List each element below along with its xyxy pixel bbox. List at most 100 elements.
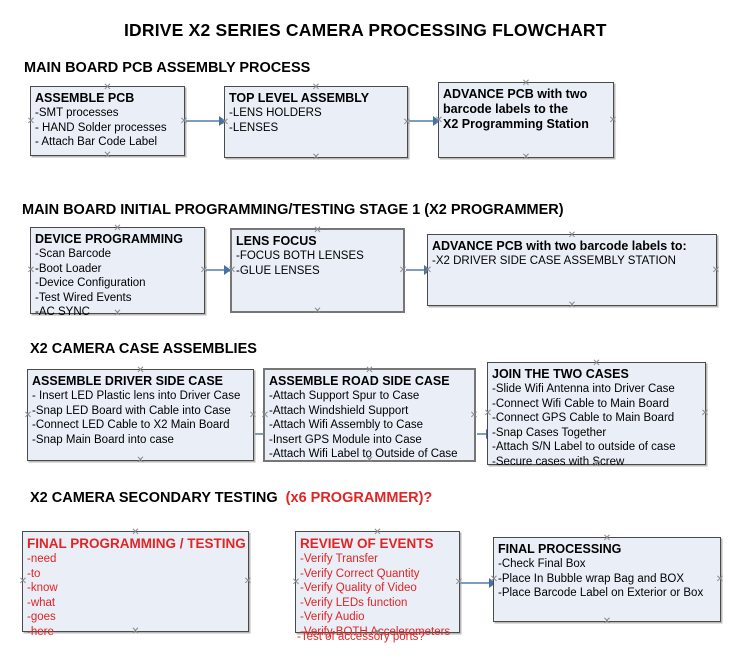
resize-handle-right[interactable]: ✕ [248, 409, 258, 421]
node-line: -Place Barcode Label on Exterior or Box [498, 587, 704, 599]
connector-arrowhead [219, 116, 226, 126]
node-final-programming-testing[interactable]: FINAL PROGRAMMING / TESTING -need -to -k… [18, 526, 252, 638]
resize-handle-right[interactable]: ✕ [199, 265, 209, 276]
resize-handle-bottom[interactable]: ✕ [592, 458, 601, 470]
node-line: -Snap Main Board into case [32, 433, 174, 446]
resize-handle-right[interactable]: ✕ [454, 576, 464, 588]
resize-handle-bottom[interactable]: ✕ [103, 149, 112, 161]
resize-handle-top[interactable]: ✕ [373, 526, 382, 538]
resize-handle-right[interactable]: ✕ [715, 574, 725, 585]
resize-handle-top[interactable]: ✕ [103, 81, 112, 93]
resize-handle-left[interactable]: ✕ [423, 264, 433, 276]
resize-handle-right[interactable]: ✕ [608, 114, 618, 126]
node-line: -Connect GPS Cable to Main Board [492, 412, 675, 424]
resize-handle-bottom[interactable]: ✕ [311, 151, 321, 163]
node-join-the-two-cases[interactable]: JOIN THE TWO CASES -Slide Wifi Antenna i… [483, 357, 709, 469]
resize-handle-left[interactable]: ✕ [26, 265, 36, 276]
resize-handle-bottom[interactable]: ✕ [131, 625, 140, 637]
resize-handle-top[interactable]: ✕ [567, 229, 577, 241]
connector-review-of-events-to-final-processing [461, 582, 493, 584]
node-line: -Device Configuration [35, 277, 146, 289]
resize-handle-right[interactable]: ✕ [402, 116, 412, 128]
node-line: -know [27, 582, 58, 594]
node-line: -X2 DRIVER SIDE CASE ASSEMBLY STATION [432, 255, 676, 267]
resize-handle-left[interactable]: ✕ [26, 115, 36, 127]
resize-handle-top[interactable]: ✕ [521, 77, 531, 89]
resize-handle-right[interactable]: ✕ [711, 264, 721, 276]
node-line: -Insert GPS Module into Case [269, 433, 422, 446]
node-title: REVIEW OF EVENTS [300, 536, 434, 551]
node-body: ASSEMBLE ROAD SIDE CASE -Attach Support … [269, 374, 472, 462]
resize-handle-bottom[interactable]: ✕ [136, 454, 145, 466]
resize-handle-top[interactable]: ✕ [131, 526, 140, 538]
resize-handle-bottom[interactable]: ✕ [602, 615, 612, 627]
resize-handle-left[interactable]: ✕ [23, 409, 33, 421]
node-body: ASSEMBLE DRIVER SIDE CASE - Insert LED P… [32, 374, 251, 447]
resize-handle-bottom[interactable]: ✕ [313, 305, 322, 317]
connector-arrowhead [489, 578, 496, 588]
node-line: -Verify BOTH Accelerometers [300, 625, 451, 638]
resize-handle-bottom[interactable]: ✕ [113, 307, 122, 319]
resize-handle-right[interactable]: ✕ [243, 576, 253, 587]
resize-handle-right[interactable]: ✕ [469, 409, 479, 421]
connector-arrowhead [433, 116, 440, 126]
resize-handle-right[interactable]: ✕ [398, 265, 408, 276]
node-line: -SMT processes [35, 107, 119, 119]
node-review-of-events[interactable]: REVIEW OF EVENTS -Verify Transfer -Verif… [291, 526, 463, 638]
resize-handle-top[interactable]: ✕ [602, 532, 612, 544]
resize-handle-bottom[interactable]: ✕ [365, 454, 374, 466]
resize-handle-top[interactable]: ✕ [592, 357, 601, 369]
node-line: -need [27, 553, 57, 565]
resize-handle-left[interactable]: ✕ [260, 409, 270, 421]
node-body: FINAL PROGRAMMING / TESTING -need -to -k… [27, 536, 246, 639]
resize-handle-bottom[interactable]: ✕ [567, 299, 577, 311]
resize-handle-left[interactable]: ✕ [434, 114, 444, 126]
node-title: ADVANCE PCB with two [443, 87, 588, 101]
node-line: -Verify LEDs function [300, 596, 408, 609]
resize-handle-right[interactable]: ✕ [700, 408, 710, 419]
node-line: -Connect Wifi Cable to Main Board [492, 397, 670, 410]
node-final-processing[interactable]: FINAL PROCESSING -Check Final Box -Place… [489, 532, 724, 626]
resize-handle-top[interactable]: ✕ [311, 81, 321, 93]
resize-handle-left[interactable]: ✕ [489, 574, 499, 585]
node-line: - HAND Solder processes [35, 121, 167, 134]
node-line: -Attach Windshield Support [269, 404, 409, 417]
node-advance-pcb-programming-station[interactable]: ADVANCE PCB with two barcode labels to t… [434, 77, 617, 162]
node-title: FINAL PROCESSING [498, 542, 622, 556]
node-lens-focus[interactable]: LENS FOCUS -FOCUS BOTH LENSES -GLUE LENS… [227, 224, 408, 317]
node-body: JOIN THE TWO CASES -Slide Wifi Antenna i… [492, 367, 703, 469]
resize-handle-left[interactable]: ✕ [291, 576, 301, 588]
node-title: ASSEMBLE DRIVER SIDE CASE [32, 374, 224, 388]
resize-handle-bottom[interactable]: ✕ [521, 151, 531, 163]
node-line: -Snap LED Board with Cable into Case [32, 404, 231, 417]
resize-handle-left[interactable]: ✕ [227, 265, 237, 276]
resize-handle-left[interactable]: ✕ [18, 576, 28, 587]
resize-handle-right[interactable]: ✕ [179, 115, 189, 127]
resize-handle-top[interactable]: ✕ [113, 222, 122, 234]
node-title: JOIN THE TWO CASES [492, 367, 629, 381]
resize-handle-top[interactable]: ✕ [365, 364, 374, 376]
resize-handle-bottom[interactable]: ✕ [373, 626, 382, 638]
node-assemble-driver-side-case[interactable]: ASSEMBLE DRIVER SIDE CASE - Insert LED P… [23, 364, 257, 465]
resize-handle-top[interactable]: ✕ [313, 224, 322, 236]
node-body: REVIEW OF EVENTS -Verify Transfer -Verif… [300, 536, 457, 639]
node-device-programming[interactable]: DEVICE PROGRAMMING -Scan Barcode -Boot L… [26, 222, 208, 318]
connector-driver-case-to-road-case [255, 433, 270, 435]
node-line: -goes [27, 611, 56, 623]
section-heading-main-board-initial-programming: MAIN BOARD INITIAL PROGRAMMING/TESTING S… [22, 202, 564, 218]
connector-road-case-to-join-cases [477, 433, 491, 435]
resize-handle-top[interactable]: ✕ [136, 364, 145, 376]
node-top-level-assembly[interactable]: TOP LEVEL ASSEMBLY -LENS HOLDERS -LENSES… [220, 81, 411, 162]
node-assemble-pcb[interactable]: ASSEMBLE PCB -SMT processes - HAND Solde… [26, 81, 188, 160]
node-assemble-road-side-case[interactable]: ASSEMBLE ROAD SIDE CASE -Attach Support … [260, 364, 479, 466]
resize-handle-left[interactable]: ✕ [483, 408, 493, 419]
resize-handle-left[interactable]: ✕ [220, 116, 230, 128]
node-line: -here [27, 625, 54, 638]
connector-device-programming-to-lens-focus [206, 269, 228, 271]
node-title: FINAL PROGRAMMING / TESTING [27, 536, 246, 551]
section-heading-accent: (x6 PROGRAMMER)? [285, 490, 433, 506]
node-line: -Connect LED Cable to X2 Main Board [32, 419, 230, 431]
connector-top-level-to-advance-pcb [409, 120, 437, 122]
node-advance-pcb-driver-side-station[interactable]: ADVANCE PCB with two barcode labels to: … [423, 229, 720, 310]
